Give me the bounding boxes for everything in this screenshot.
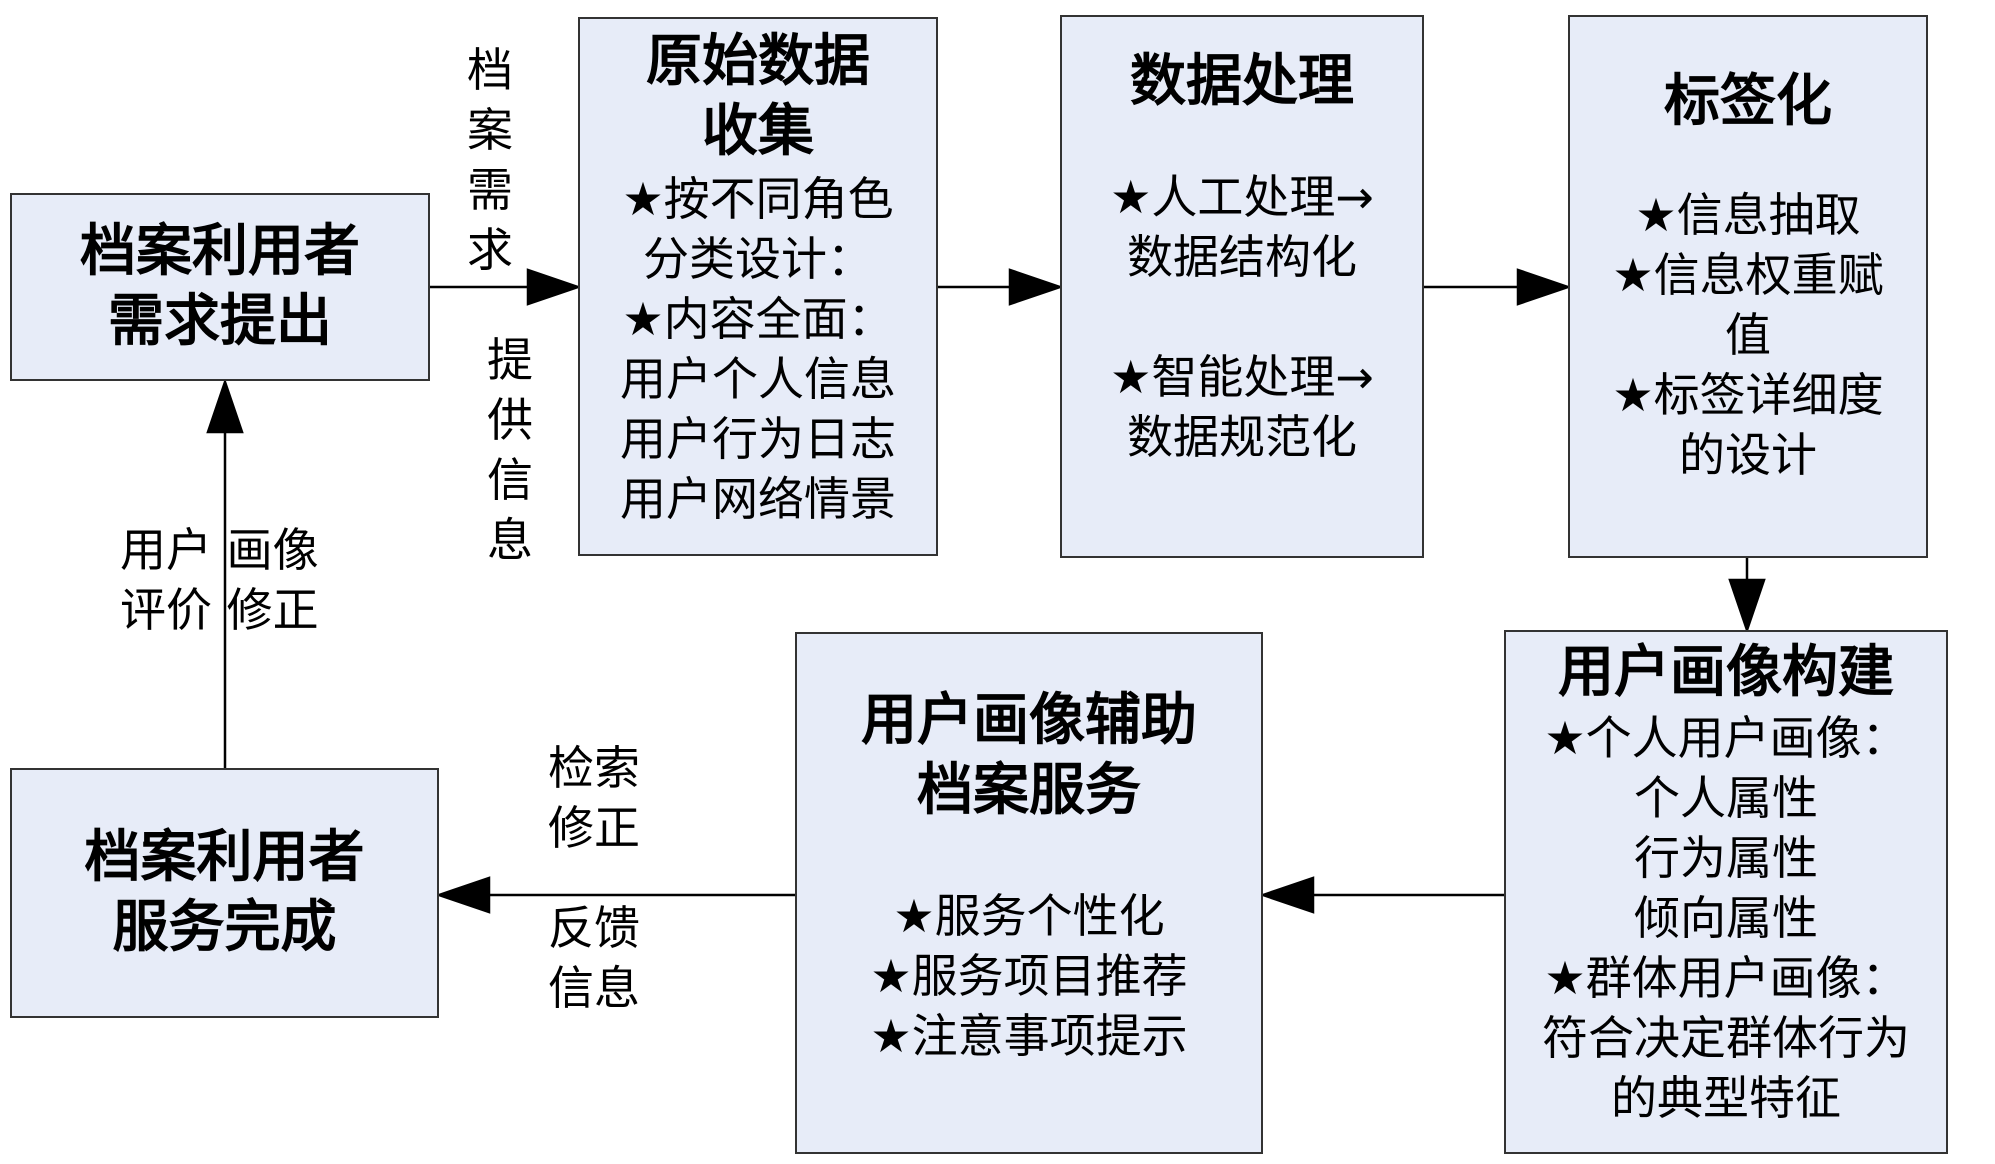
node-user-request-title: 档案利用者需求提出 xyxy=(80,219,360,354)
data-process-item: ★智能处理→ xyxy=(1110,350,1374,404)
node-raw-collect-title: 原始数据收集 xyxy=(646,29,870,164)
raw-collect-item: 用户个人信息 xyxy=(620,352,896,406)
tagging-item: 值 xyxy=(1725,308,1771,362)
raw-collect-item: 用户行为日志 xyxy=(620,412,896,466)
node-user-request: 档案利用者需求提出 xyxy=(10,193,430,381)
portrait-build-item: ★个人用户画像： xyxy=(1544,711,1908,765)
label-feedback-info: 反馈信息 xyxy=(548,901,640,1015)
portrait-build-item: 行为属性 xyxy=(1634,831,1818,885)
data-process-item xyxy=(1062,287,1422,347)
tagging-item: 的设计 xyxy=(1679,428,1817,482)
portrait-service-item: ★服务项目推荐 xyxy=(870,949,1188,1003)
raw-collect-item: 分类设计： xyxy=(643,232,873,286)
label-portrait-fix: 评价 修正 xyxy=(120,583,319,637)
data-process-item: ★人工处理→ xyxy=(1110,170,1374,224)
label-provide-info: 提供信息 xyxy=(487,333,533,567)
label-archive-need: 档案需求 xyxy=(467,43,513,277)
portrait-service-item: ★注意事项提示 xyxy=(870,1009,1188,1063)
portrait-service-item: ★服务个性化 xyxy=(893,889,1165,943)
data-process-item: 数据结构化 xyxy=(1127,230,1357,284)
portrait-build-item: 符合决定群体行为 xyxy=(1542,1011,1910,1065)
data-process-item: 数据规范化 xyxy=(1127,410,1357,464)
node-portrait-build-title: 用户画像构建 xyxy=(1558,640,1894,705)
portrait-build-item: 个人属性 xyxy=(1634,771,1818,825)
portrait-build-item: 倾向属性 xyxy=(1634,891,1818,945)
node-raw-collect: 原始数据收集 ★按不同角色 分类设计： ★内容全面： 用户个人信息 用户行为日志… xyxy=(578,17,938,556)
node-portrait-build: 用户画像构建 ★个人用户画像： 个人属性 行为属性 倾向属性 ★群体用户画像： … xyxy=(1504,630,1948,1154)
node-portrait-service-title: 用户画像辅助档案服务 xyxy=(861,688,1197,823)
node-service-done: 档案利用者服务完成 xyxy=(10,768,439,1018)
tagging-item: ★标签详细度 xyxy=(1612,368,1884,422)
portrait-build-item: ★群体用户画像： xyxy=(1544,951,1908,1005)
raw-collect-item: ★内容全面： xyxy=(622,292,894,346)
node-data-process-title: 数据处理 xyxy=(1130,49,1354,114)
node-portrait-service: 用户画像辅助档案服务 ★服务个性化 ★服务项目推荐 ★注意事项提示 xyxy=(795,632,1263,1154)
portrait-build-item: 的典型特征 xyxy=(1611,1071,1841,1125)
node-service-done-title: 档案利用者服务完成 xyxy=(84,825,365,960)
raw-collect-item: ★按不同角色 xyxy=(622,172,894,226)
tagging-item: ★信息权重赋 xyxy=(1612,248,1884,302)
label-search-fix: 检索修正 xyxy=(548,741,640,855)
node-data-process: 数据处理 ★人工处理→ 数据结构化 ★智能处理→ 数据规范化 xyxy=(1060,15,1424,558)
raw-collect-item: 用户网络情景 xyxy=(620,472,896,526)
label-portrait-eval: 用户 画像 xyxy=(120,523,319,577)
node-tagging: 标签化 ★信息抽取 ★信息权重赋 值 ★标签详细度 的设计 xyxy=(1568,15,1928,558)
node-tagging-title: 标签化 xyxy=(1664,69,1832,134)
tagging-item: ★信息抽取 xyxy=(1635,188,1861,242)
